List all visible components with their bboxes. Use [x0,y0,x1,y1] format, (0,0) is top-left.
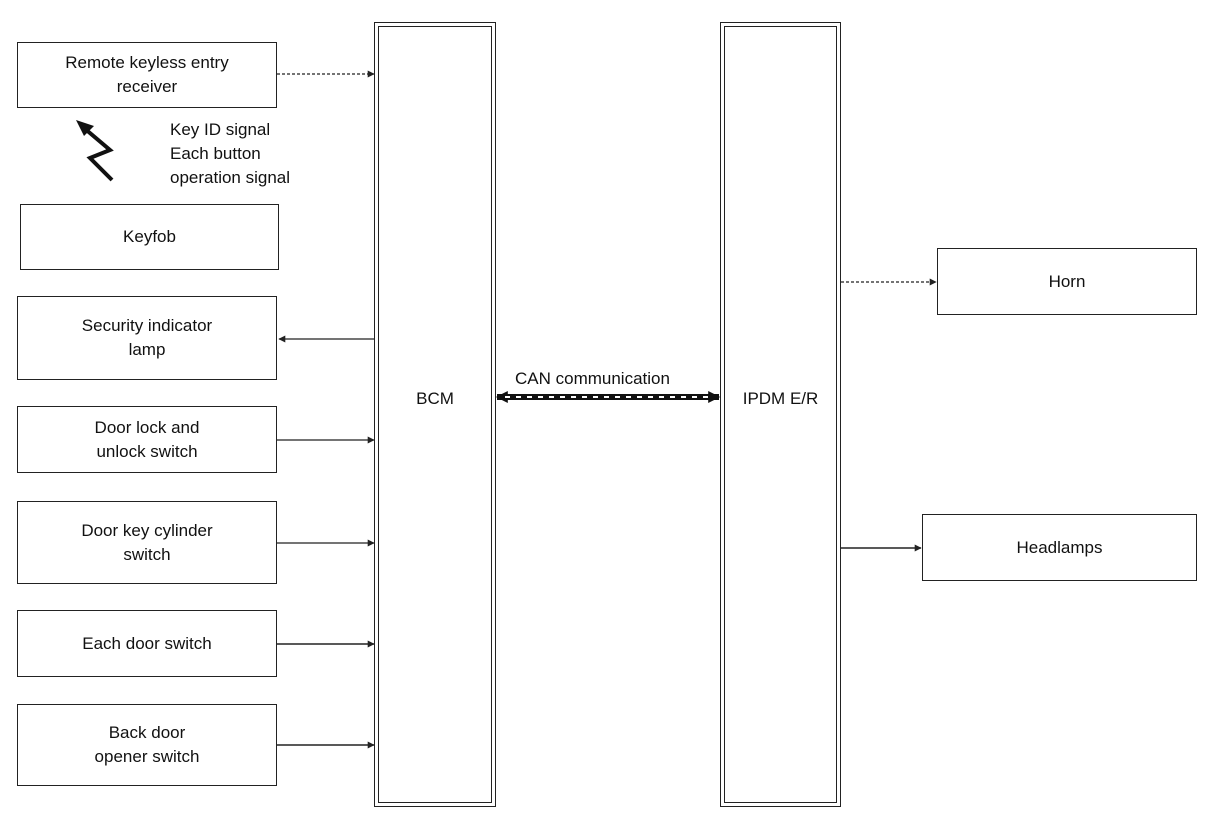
lightning-bolt-icon [76,120,114,182]
each-door-switch-label: Each door switch [82,633,212,653]
horn-label: Horn [1048,271,1086,291]
ipdm-er-module: IPDM E/R [720,22,841,807]
bcm-module: BCM [374,22,496,807]
door-lock-unlock-switch-box: Door lock and unlock switch [17,406,277,473]
back-door-opener-switch-box: Back door opener switch [17,704,277,786]
door-lock-unlock-switch-label: Door lock and unlock switch [94,417,200,461]
bcm-label: BCM [416,389,454,408]
signal-label: Key ID signal Each button operation sign… [170,118,290,190]
headlamps-box: Headlamps [922,514,1197,581]
ipdm-er-label: IPDM E/R [742,389,819,408]
each-door-switch-box: Each door switch [17,610,277,677]
horn-box: Horn [937,248,1197,315]
door-key-cylinder-switch-label: Door key cylinder switch [81,520,213,564]
signal-label-line2: Each button [170,144,261,163]
remote-keyless-receiver-box: Remote keyless entry receiver [17,42,277,108]
signal-label-line3: operation signal [170,168,291,187]
back-door-opener-switch-label: Back door opener switch [94,723,200,766]
keyfob-box: Keyfob [20,204,279,270]
signal-label-line1: Key ID signal [170,120,271,139]
security-indicator-lamp-box: Security indicator lamp [17,296,277,380]
door-key-cylinder-switch-box: Door key cylinder switch [17,501,277,584]
can-communication-label: CAN communication [515,369,670,388]
headlamps-label: Headlamps [1016,537,1103,557]
security-indicator-lamp-label: Security indicator lamp [81,316,213,359]
remote-keyless-receiver-label: Remote keyless entry receiver [65,53,229,96]
keyfob-label: Keyfob [123,227,176,246]
